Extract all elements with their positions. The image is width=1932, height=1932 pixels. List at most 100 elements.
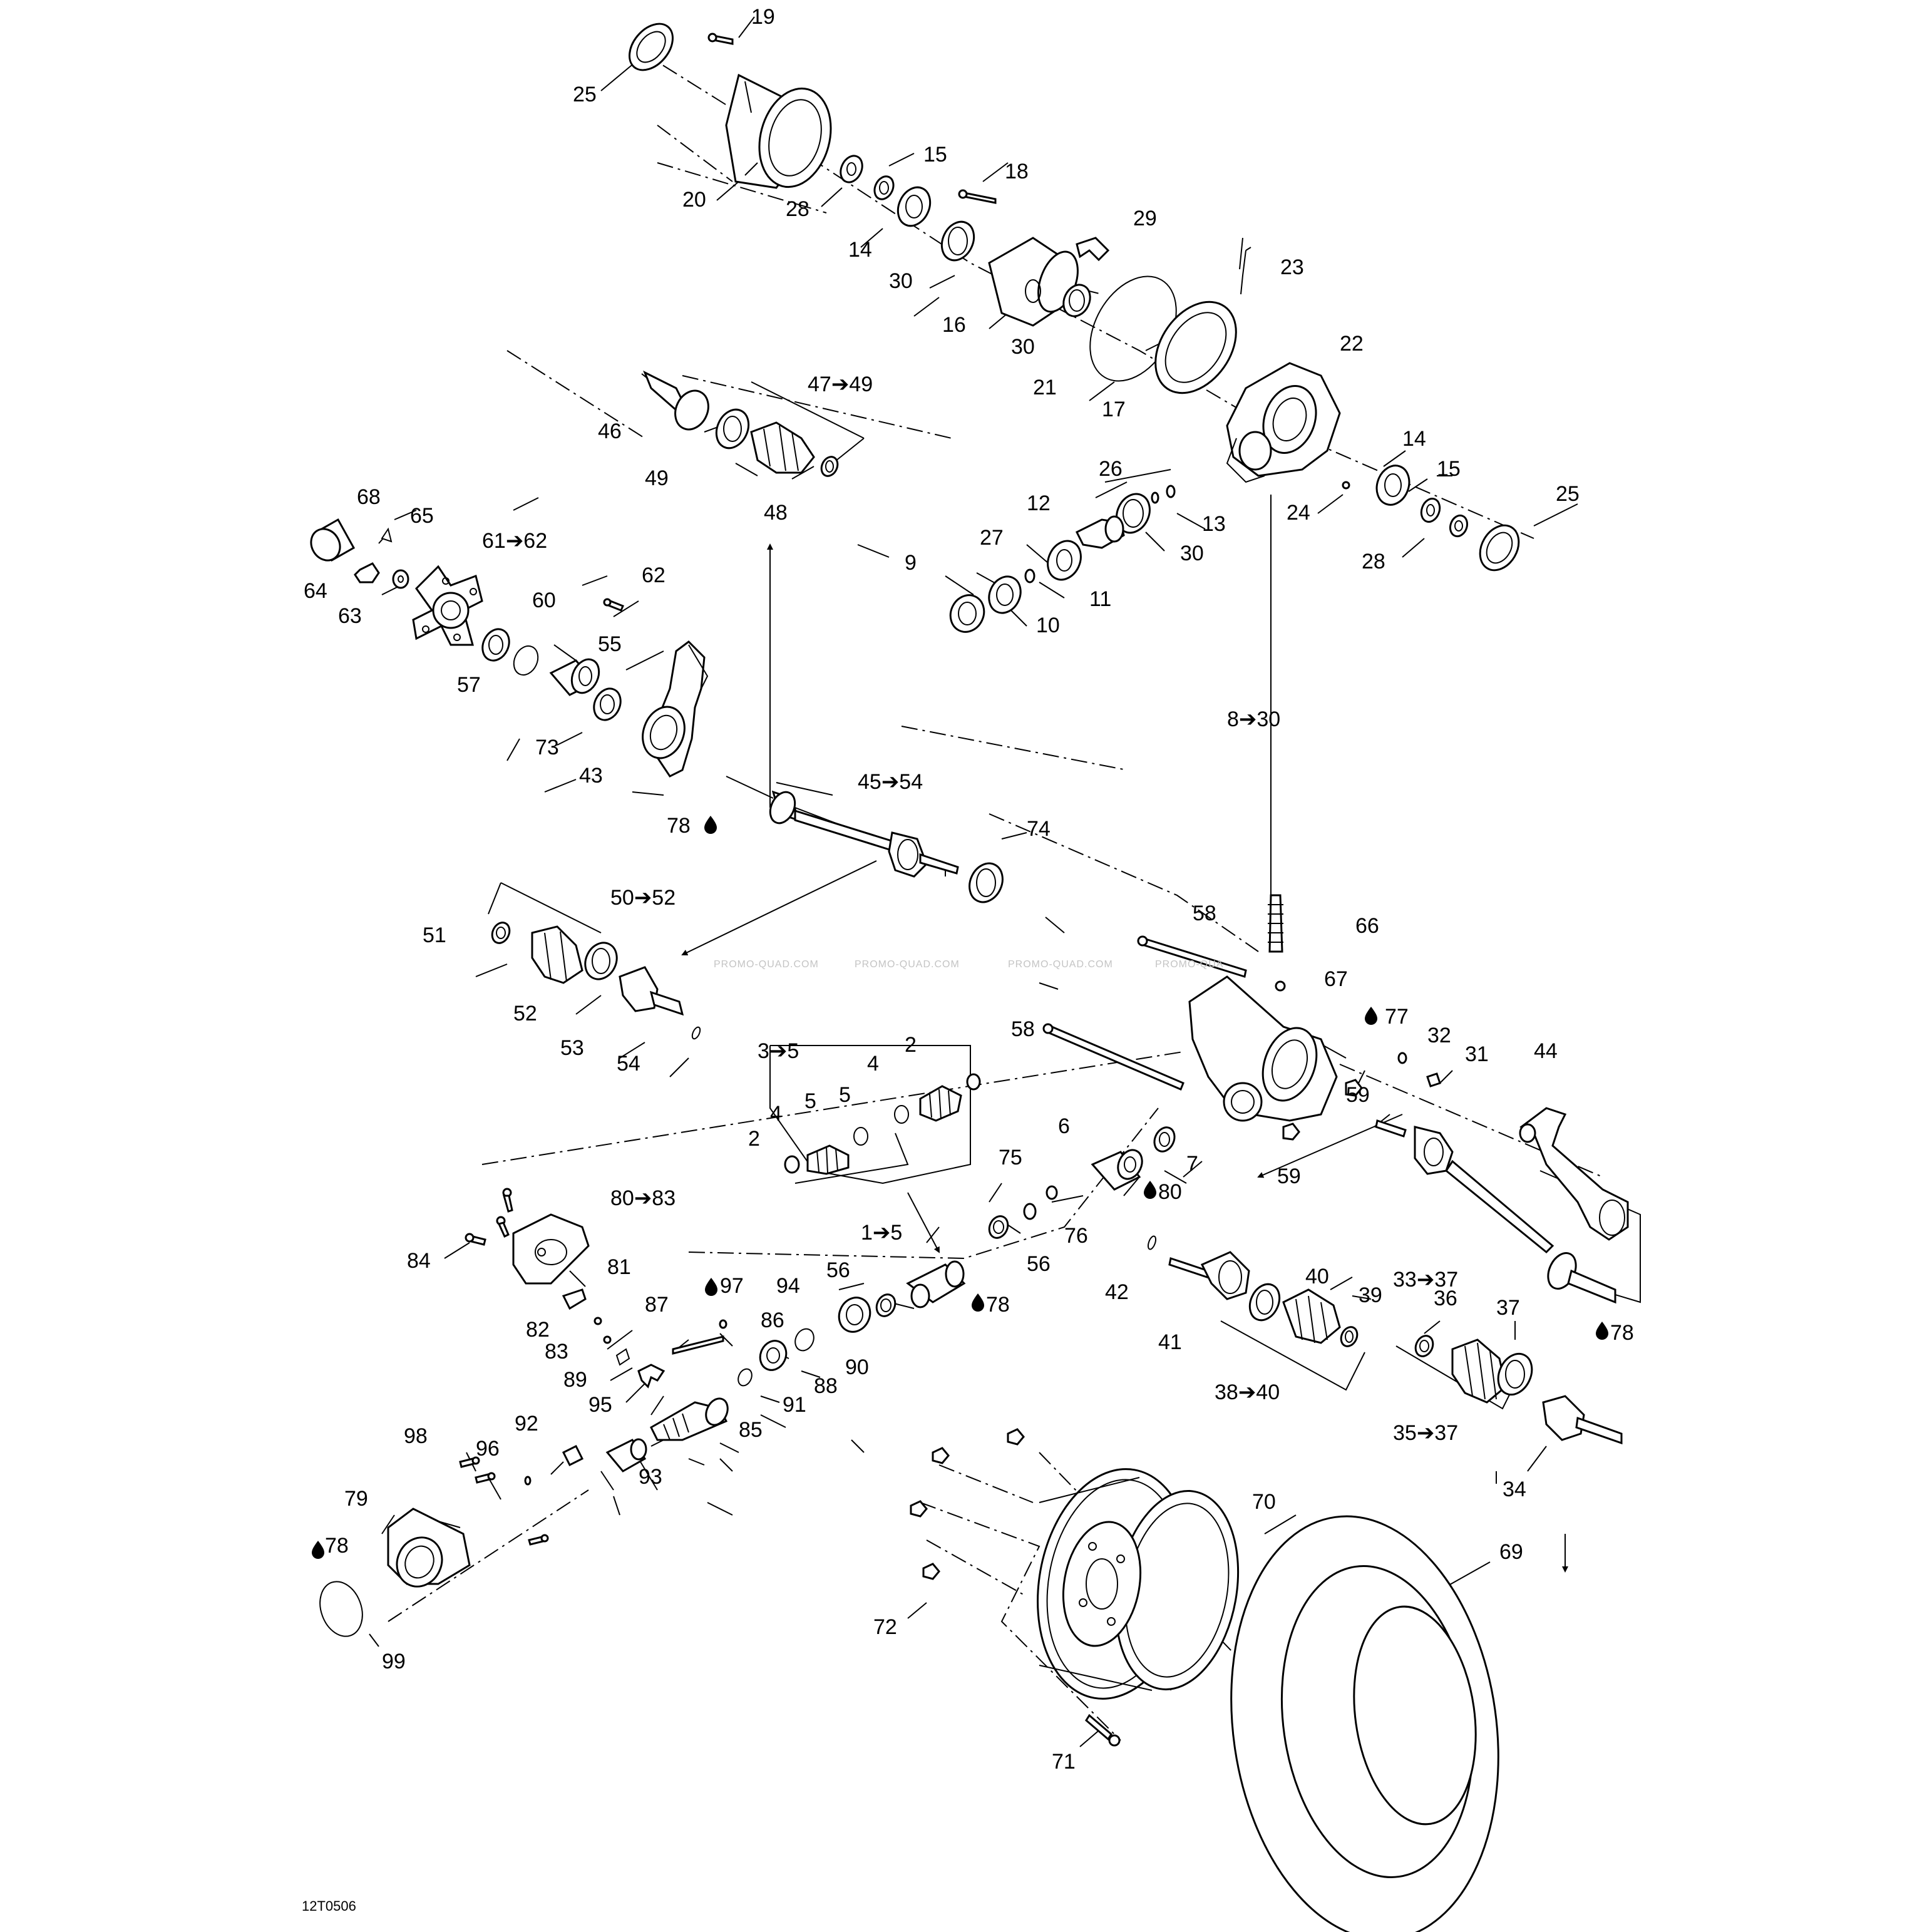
callout-label: 57 xyxy=(457,673,481,697)
part-ring-7 xyxy=(1153,1126,1176,1153)
part-driveshaft-45 xyxy=(726,776,959,878)
part-shim-30a xyxy=(940,220,975,262)
part-ring-15a xyxy=(873,175,895,200)
callout-label: 67 xyxy=(1324,967,1348,991)
part-bolt-58a xyxy=(1137,935,1247,978)
part-spring-66 xyxy=(1268,894,1283,953)
part-nut-72a xyxy=(1007,1428,1025,1446)
callout-label: 4 xyxy=(770,1102,782,1126)
part-ring-76 xyxy=(1023,1203,1037,1220)
part-spring-75 xyxy=(1046,1185,1058,1200)
callout-label: 51 xyxy=(423,923,446,947)
callout-label: 87 xyxy=(645,1293,669,1317)
callout-label: 65 xyxy=(410,504,434,528)
callout-label: 30 xyxy=(1180,542,1204,565)
part-wire-23 xyxy=(1240,247,1251,295)
part-nut-59b xyxy=(1282,1123,1300,1141)
part-nut-72d xyxy=(922,1563,940,1580)
part-screw-98b xyxy=(475,1472,496,1484)
part-nut-59a xyxy=(1345,1079,1363,1097)
callout-label: 22 xyxy=(1340,332,1364,356)
part-coupler-6 xyxy=(1091,1149,1143,1191)
part-oring-99 xyxy=(319,1581,363,1637)
callout-label: 14 xyxy=(848,238,872,262)
part-gearcase-22 xyxy=(1226,362,1341,483)
part-pinion-12 xyxy=(1075,515,1125,549)
callout-label: 25 xyxy=(1556,482,1580,506)
oil-drop-icon xyxy=(1144,1181,1156,1199)
part-plug-86 xyxy=(719,1319,727,1329)
callout-label: 41 xyxy=(1158,1330,1182,1354)
part-joint-41 xyxy=(1168,1251,1250,1300)
part-bolt-19 xyxy=(707,33,734,45)
part-valve-71 xyxy=(1085,1714,1121,1747)
callout-label: 85 xyxy=(739,1418,763,1442)
callout-label: 32 xyxy=(1427,1024,1451,1047)
callout-label: 46 xyxy=(598,419,622,443)
part-clamp-36 xyxy=(1414,1335,1434,1357)
part-ring-40 xyxy=(1248,1283,1281,1322)
callout-label: 19 xyxy=(751,5,775,29)
part-bearing-10 xyxy=(988,575,1022,614)
part-seal-56a xyxy=(875,1293,897,1317)
part-ring-17 xyxy=(1154,301,1237,394)
callout-label: 47➔49 xyxy=(808,373,873,396)
callout-label: 59 xyxy=(1346,1083,1370,1107)
callout-label: 15 xyxy=(1437,457,1461,481)
part-rod-87 xyxy=(672,1335,724,1355)
callout-label: 89 xyxy=(563,1368,587,1392)
part-housing-20 xyxy=(725,73,832,189)
callout-label: 91 xyxy=(783,1393,806,1417)
callout-label: 29 xyxy=(1133,207,1157,230)
part-nut-72b xyxy=(932,1447,950,1464)
part-washer-63 xyxy=(392,569,409,589)
part-bolt-18 xyxy=(958,189,997,204)
callout-label: 68 xyxy=(357,485,381,509)
callout-label: 74 xyxy=(1027,817,1051,841)
callout-labels: 19 25 20 28 15 14 18 30 29 16 30 23 21 1… xyxy=(304,5,1634,1774)
part-bearing-88 xyxy=(759,1340,788,1371)
part-dowel-24 xyxy=(1342,481,1350,490)
callout-label: 58 xyxy=(1193,902,1216,925)
callout-label: 23 xyxy=(1280,255,1304,279)
part-bolt-62 xyxy=(603,598,624,612)
callout-label: 86 xyxy=(761,1308,784,1332)
part-ring-15b xyxy=(1420,498,1441,523)
callout-label: 80➔83 xyxy=(610,1186,676,1210)
callout-label: 78 xyxy=(986,1293,1010,1317)
callout-label: 94 xyxy=(776,1274,800,1298)
part-washer-28a xyxy=(840,155,863,183)
part-ring-73 xyxy=(593,687,622,721)
part-washer-32 xyxy=(1397,1052,1407,1064)
part-pin-83 xyxy=(603,1335,612,1344)
part-clamp-51 xyxy=(491,922,511,944)
oil-drop-icon xyxy=(972,1293,984,1312)
part-lever-81 xyxy=(562,1288,587,1310)
part-tire-69 xyxy=(1230,1515,1499,1932)
part-pin-65 xyxy=(378,527,393,544)
callout-label: 73 xyxy=(535,736,559,759)
oil-drop-icon xyxy=(312,1541,324,1559)
callout-label: 64 xyxy=(304,579,327,603)
part-ball-2a xyxy=(784,1155,800,1174)
callout-label: 26 xyxy=(1099,457,1123,481)
callout-label: 1➔5 xyxy=(861,1221,902,1245)
callout-label: 2 xyxy=(905,1033,917,1057)
part-boot-4b xyxy=(919,1085,962,1122)
callout-label: 58 xyxy=(1011,1017,1035,1041)
part-ring-5a xyxy=(853,1127,868,1146)
part-seal-56b xyxy=(988,1215,1009,1239)
callout-label: 71 xyxy=(1052,1750,1076,1774)
callout-label: 69 xyxy=(1499,1540,1523,1564)
callout-label: 38➔40 xyxy=(1215,1380,1280,1404)
part-ball-67 xyxy=(1275,980,1286,992)
callout-label: 56 xyxy=(1027,1252,1051,1276)
callout-label: 16 xyxy=(942,313,966,337)
callout-label: 9 xyxy=(905,551,917,575)
part-spring-82 xyxy=(593,1317,602,1325)
callout-label: 36 xyxy=(1434,1287,1457,1310)
part-bolt-31 xyxy=(1426,1072,1441,1087)
callout-label: 30 xyxy=(889,269,913,293)
callout-label: 34 xyxy=(1503,1477,1526,1501)
part-sleeve-93 xyxy=(605,1438,647,1472)
